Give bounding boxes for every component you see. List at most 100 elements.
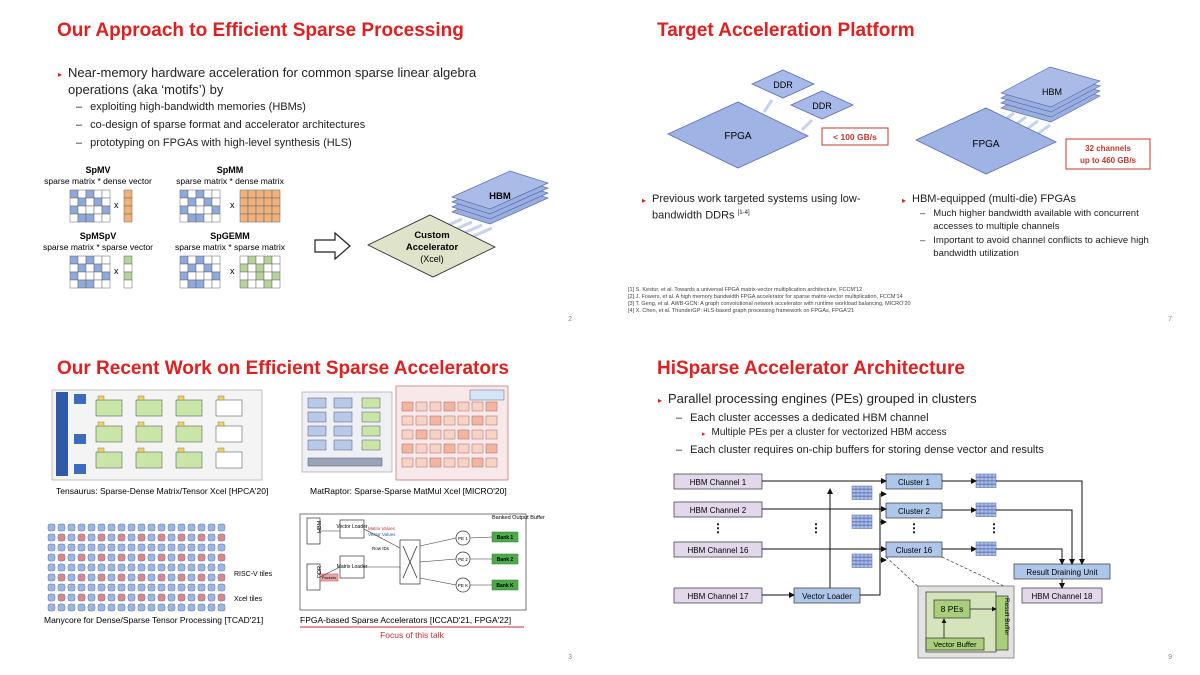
xcel-tiles-label: Xcel tiles	[234, 596, 263, 603]
core-tile	[157, 593, 166, 602]
core-tile	[67, 533, 76, 542]
core-tile	[107, 583, 116, 592]
core-tile	[167, 573, 176, 582]
fifo-buffers	[851, 473, 997, 568]
core-tile	[197, 583, 206, 592]
core-tile	[187, 603, 196, 612]
pe-cell	[95, 425, 123, 443]
fpga-label: FPGA	[724, 131, 752, 142]
core-tile	[217, 563, 226, 572]
core-tile	[217, 593, 226, 602]
pe-block	[361, 439, 381, 451]
times-symbol: x	[230, 200, 235, 210]
fifo-buffer	[975, 541, 997, 556]
core-tile	[107, 573, 116, 582]
hbm-channel: HBM Channel 18	[1032, 592, 1093, 601]
core-tile	[87, 553, 96, 562]
buffer-cell	[137, 421, 145, 427]
ddr-label: DDR	[812, 101, 832, 111]
memory-bar	[307, 457, 383, 467]
core-tile	[177, 573, 186, 582]
pe-block	[361, 411, 381, 423]
spal-block	[307, 411, 327, 423]
core-tile	[187, 533, 196, 542]
core-tile	[167, 523, 176, 532]
core-tile	[137, 563, 146, 572]
reference: [2] J. Fowers, et al. A high memory band…	[628, 294, 903, 300]
fifo-buffer	[975, 502, 997, 517]
core-tile	[147, 533, 156, 542]
core-tile	[67, 523, 76, 532]
main-bullet: Near-memory hardware acceleration for co…	[68, 65, 477, 97]
core-tile	[47, 563, 56, 572]
fpga-sparse-diagram: HBM DDR Vector Loader Matrix Loader Pack…	[299, 513, 545, 611]
bandwidth-label: 32 channels	[1085, 144, 1131, 153]
bullet-text: Previous work targeted systems using low…	[652, 193, 861, 222]
core-tile	[57, 573, 66, 582]
detail-cell	[457, 443, 470, 454]
core-tile	[177, 523, 186, 532]
page-number: 9	[1168, 654, 1172, 661]
core-tile	[197, 543, 206, 552]
pe-cell	[135, 451, 163, 469]
hbm-label: HBM	[1042, 87, 1062, 97]
core-tile	[127, 533, 136, 542]
core-tile	[147, 553, 156, 562]
core-tile	[87, 523, 96, 532]
core-tile	[127, 603, 136, 612]
core-tile	[157, 583, 166, 592]
svg-text:Bank K: Bank K	[496, 583, 514, 589]
platform-diagram: DDR DDR FPGA < 100 GB/s HBM FPGA 32 chan…	[667, 66, 1151, 175]
detail-cell	[401, 401, 414, 412]
detail-cell	[457, 401, 470, 412]
times-symbol: x	[230, 266, 235, 276]
spbl-block	[333, 411, 353, 423]
core-tile	[127, 583, 136, 592]
buffer-cell	[217, 395, 225, 401]
page-number: 2	[568, 316, 572, 323]
core-tile	[187, 593, 196, 602]
core-tile	[217, 553, 226, 562]
detail-cell	[415, 443, 428, 454]
core-tile	[97, 543, 106, 552]
core-tile	[197, 523, 206, 532]
focus-label: Focus of this talk	[380, 630, 445, 640]
detail-cell	[443, 457, 456, 468]
core-tile	[87, 593, 96, 602]
core-tile	[207, 603, 216, 612]
core-tile	[177, 533, 186, 542]
detail-cell	[443, 443, 456, 454]
core-tile	[77, 523, 86, 532]
core-tile	[77, 553, 86, 562]
slide-recent-work: Our Recent Work on Efficient Sparse Acce…	[0, 338, 600, 675]
core-tile	[117, 563, 126, 572]
main-bullet: Parallel processing engines (PEs) groupe…	[668, 391, 977, 406]
core-tile	[177, 583, 186, 592]
core-tile	[147, 523, 156, 532]
bullet-marker-icon: ▸	[642, 196, 647, 205]
svg-text:PE 2: PE 2	[458, 557, 468, 562]
core-tile	[117, 533, 126, 542]
svg-text:Matrix Loader: Matrix Loader	[337, 564, 368, 570]
svg-text:Bank 2: Bank 2	[497, 557, 514, 563]
core-tile	[107, 553, 116, 562]
bandwidth-callout	[1065, 138, 1151, 170]
core-tile	[57, 543, 66, 552]
svg-text:Banked Output Buffer: Banked Output Buffer	[492, 515, 545, 521]
core-tile	[167, 593, 176, 602]
spbl-block	[333, 425, 353, 437]
buffer-cell	[177, 395, 185, 401]
architecture-diagram: HBM Channel 1 HBM Channel 2 ⋮ HBM Channe…	[673, 473, 1111, 659]
core-tile	[117, 593, 126, 602]
core-tile	[217, 573, 226, 582]
core-tile	[47, 593, 56, 602]
core-tile	[67, 553, 76, 562]
core-tile	[77, 573, 86, 582]
svg-text:Bank 1: Bank 1	[497, 535, 514, 541]
core-tile	[67, 603, 76, 612]
spal-block	[307, 397, 327, 409]
hbm-stack-right: HBM	[1000, 66, 1101, 123]
bullet-list: ▸Near-memory hardware acceleration for c…	[58, 64, 528, 151]
core-tile	[187, 523, 196, 532]
core-tile	[77, 583, 86, 592]
